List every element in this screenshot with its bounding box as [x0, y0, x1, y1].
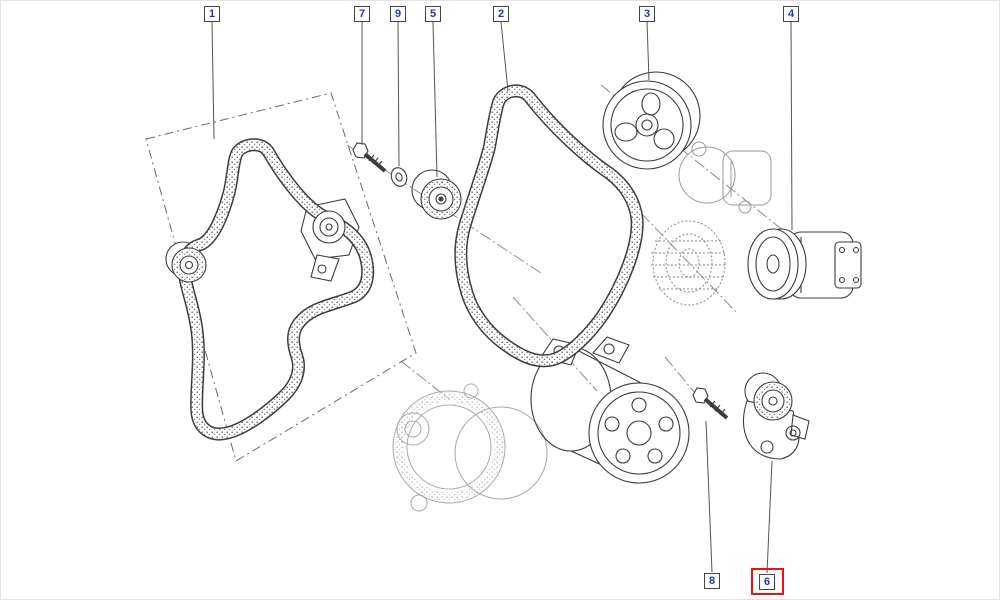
pulley-stack-drawing: [651, 220, 727, 306]
bolt-7-drawing: [352, 142, 387, 173]
callout-3[interactable]: 3: [639, 6, 655, 22]
callout-2[interactable]: 2: [493, 6, 509, 22]
pump-pulley-drawing: [602, 71, 701, 170]
washer-9-drawing: [390, 167, 408, 187]
bolt-8-drawing: [692, 387, 729, 420]
highlight-box-callout-6: [751, 568, 784, 595]
kit-idler-pulley-drawing: [171, 247, 207, 283]
idler-pulley-drawing: [411, 169, 462, 220]
callout-4[interactable]: 4: [783, 6, 799, 22]
callout-8[interactable]: 8: [704, 573, 720, 589]
leader-lines: [211, 21, 793, 574]
belt-2-drawing: [454, 84, 644, 368]
callout-1[interactable]: 1: [204, 6, 220, 22]
callout-9[interactable]: 9: [390, 6, 406, 22]
belt-tensioner-drawing: [742, 372, 810, 460]
belt-1-drawing: [177, 138, 375, 441]
kit-tensioner-pulley-drawing: [312, 210, 346, 244]
belt-kit-boundary: [145, 92, 417, 462]
power-steering-pump-drawing: [747, 228, 862, 300]
ghost-pump-drawing: [678, 141, 772, 214]
alternator-drawing: [392, 383, 548, 512]
callout-5[interactable]: 5: [425, 6, 441, 22]
callout-7[interactable]: 7: [354, 6, 370, 22]
callout-6[interactable]: 6: [759, 574, 775, 590]
